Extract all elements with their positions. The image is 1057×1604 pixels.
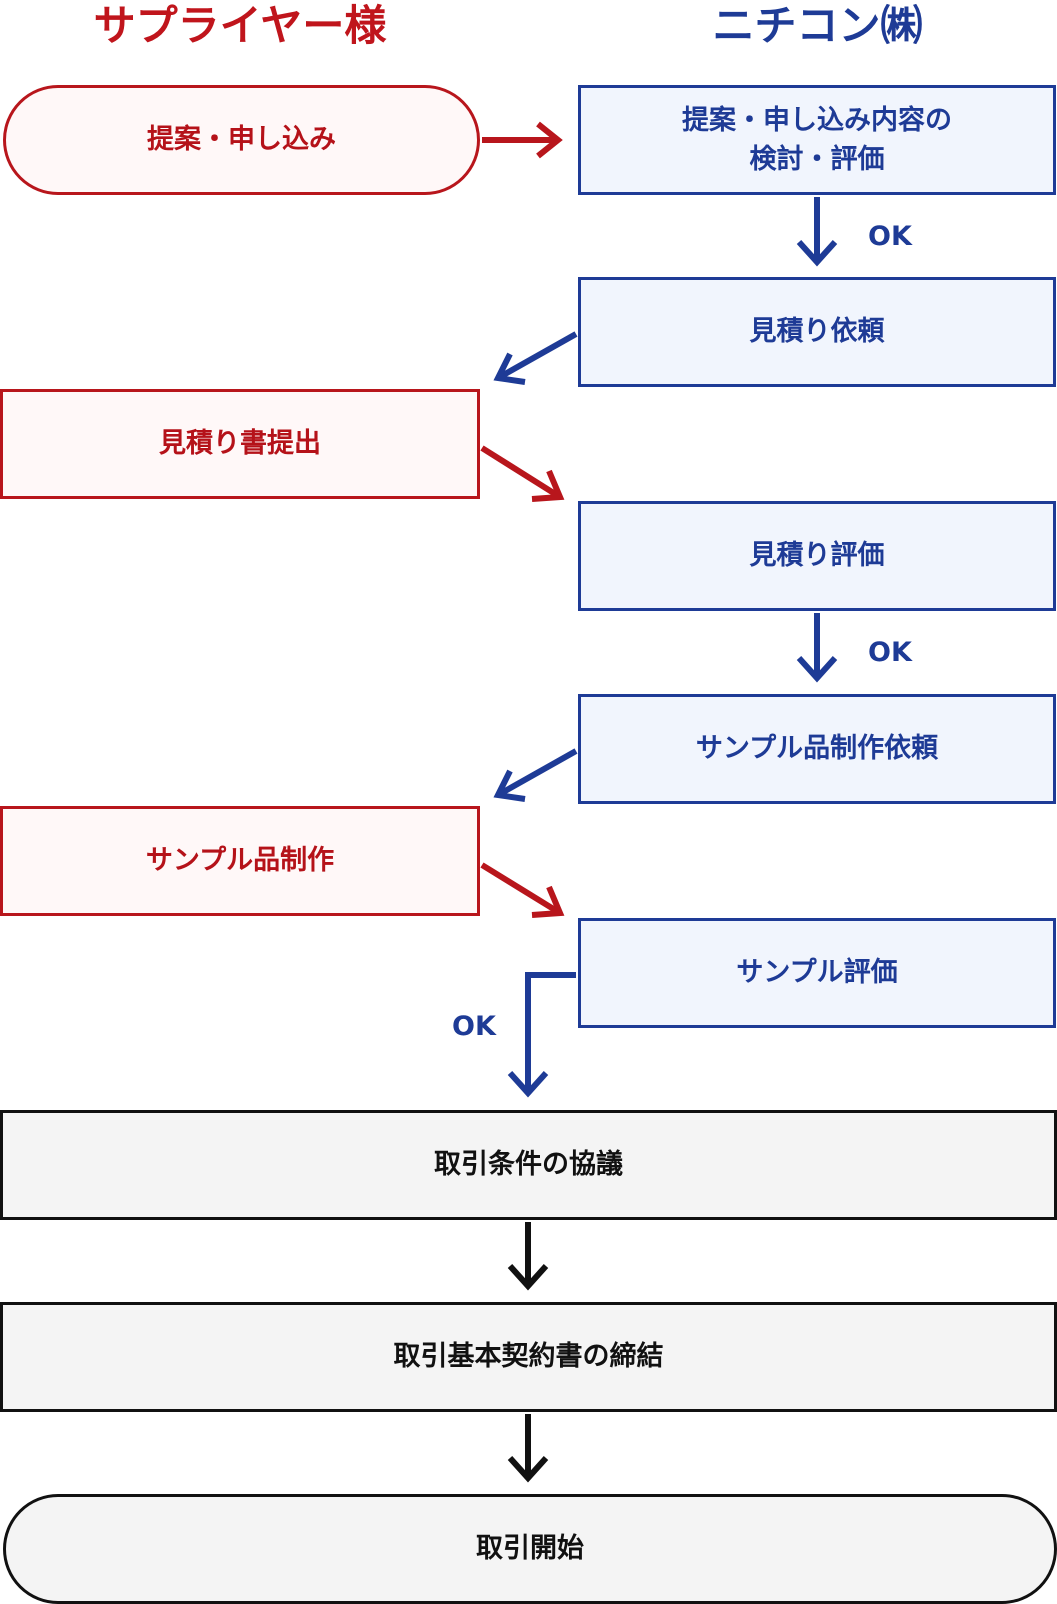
ok-label-sample: OK bbox=[452, 1011, 496, 1042]
arrow-review-to-quote-request bbox=[796, 197, 838, 267]
terms-step: 取引条件の協議 bbox=[0, 1110, 1057, 1220]
start-step: 取引開始 bbox=[3, 1494, 1057, 1604]
arrow-sample-eval-to-terms bbox=[507, 972, 576, 1098]
sample-request-label: サンプル品制作依頼 bbox=[695, 733, 939, 765]
sample-make-step: サンプル品制作 bbox=[0, 806, 480, 916]
sample-eval-label: サンプル評価 bbox=[736, 957, 898, 989]
ok-label-quote: OK bbox=[868, 637, 912, 668]
quote-submit-label: 見積り書提出 bbox=[159, 428, 321, 460]
arrow-contract-to-start bbox=[507, 1414, 549, 1483]
quote-request-step: 見積り依頼 bbox=[578, 277, 1056, 387]
nichicon-column-title: ニチコン㈱ bbox=[712, 1, 923, 50]
review-label-line1: 提案・申し込み内容の bbox=[682, 104, 952, 136]
arrow-quote-eval-to-sample-request bbox=[796, 613, 838, 683]
quote-submit-step: 見積り書提出 bbox=[0, 389, 480, 499]
start-label: 取引開始 bbox=[476, 1533, 584, 1565]
ok-label-review: OK bbox=[868, 221, 912, 252]
arrow-proposal-to-review bbox=[482, 121, 563, 159]
contract-step: 取引基本契約書の締結 bbox=[0, 1302, 1057, 1412]
review-step: 提案・申し込み内容の 検討・評価 bbox=[578, 85, 1056, 195]
quote-eval-label: 見積り評価 bbox=[749, 540, 885, 572]
terms-label: 取引条件の協議 bbox=[434, 1149, 623, 1181]
quote-request-label: 見積り依頼 bbox=[749, 316, 885, 348]
arrow-sample-request-to-make bbox=[493, 748, 578, 802]
contract-label: 取引基本契約書の締結 bbox=[393, 1341, 664, 1373]
proposal-step: 提案・申し込み bbox=[3, 85, 480, 195]
sample-make-label: サンプル品制作 bbox=[145, 845, 335, 877]
arrow-quote-submit-to-eval bbox=[480, 445, 565, 502]
sample-request-step: サンプル品制作依頼 bbox=[578, 694, 1056, 804]
proposal-label: 提案・申し込み bbox=[147, 124, 336, 156]
sample-eval-step: サンプル評価 bbox=[578, 918, 1056, 1028]
quote-eval-step: 見積り評価 bbox=[578, 501, 1056, 611]
arrow-sample-make-to-eval bbox=[480, 862, 565, 918]
arrow-quote-request-to-submit bbox=[493, 331, 578, 385]
supplier-column-title: サプライヤー様 bbox=[93, 1, 387, 50]
review-label-line2: 検討・評価 bbox=[749, 144, 885, 175]
arrow-terms-to-contract bbox=[507, 1222, 549, 1291]
